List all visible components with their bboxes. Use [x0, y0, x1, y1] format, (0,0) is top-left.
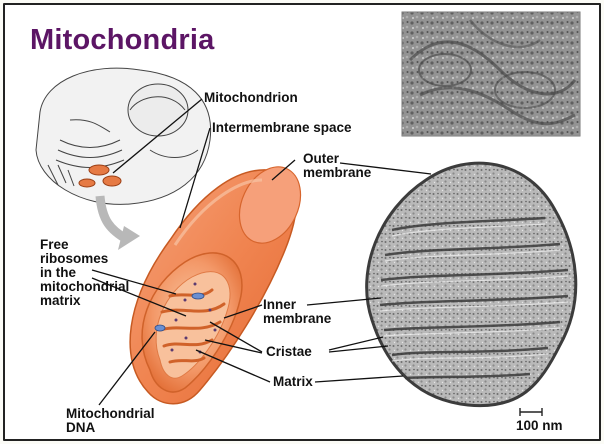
slide-title: Mitochondria [30, 24, 214, 57]
tem-photo [402, 12, 580, 136]
label-mitochondrion: Mitochondrion [204, 91, 298, 105]
label-free-ribosomes: Free ribosomes in the mitochondrial matr… [40, 238, 129, 308]
label-cristae: Cristae [266, 345, 312, 359]
mitochondrion-micrograph [367, 163, 576, 406]
cell-sketch [36, 68, 211, 204]
label-scale-bar: 100 nm [516, 419, 563, 433]
scale-bar [520, 408, 542, 416]
label-intermembrane-space: Intermembrane space [212, 121, 352, 135]
label-matrix: Matrix [273, 375, 313, 389]
label-outer-membrane: Outer membrane [303, 152, 371, 180]
label-mitochondrial-dna: Mitochondrial DNA [66, 407, 155, 435]
label-inner-membrane: Inner membrane [263, 298, 331, 326]
